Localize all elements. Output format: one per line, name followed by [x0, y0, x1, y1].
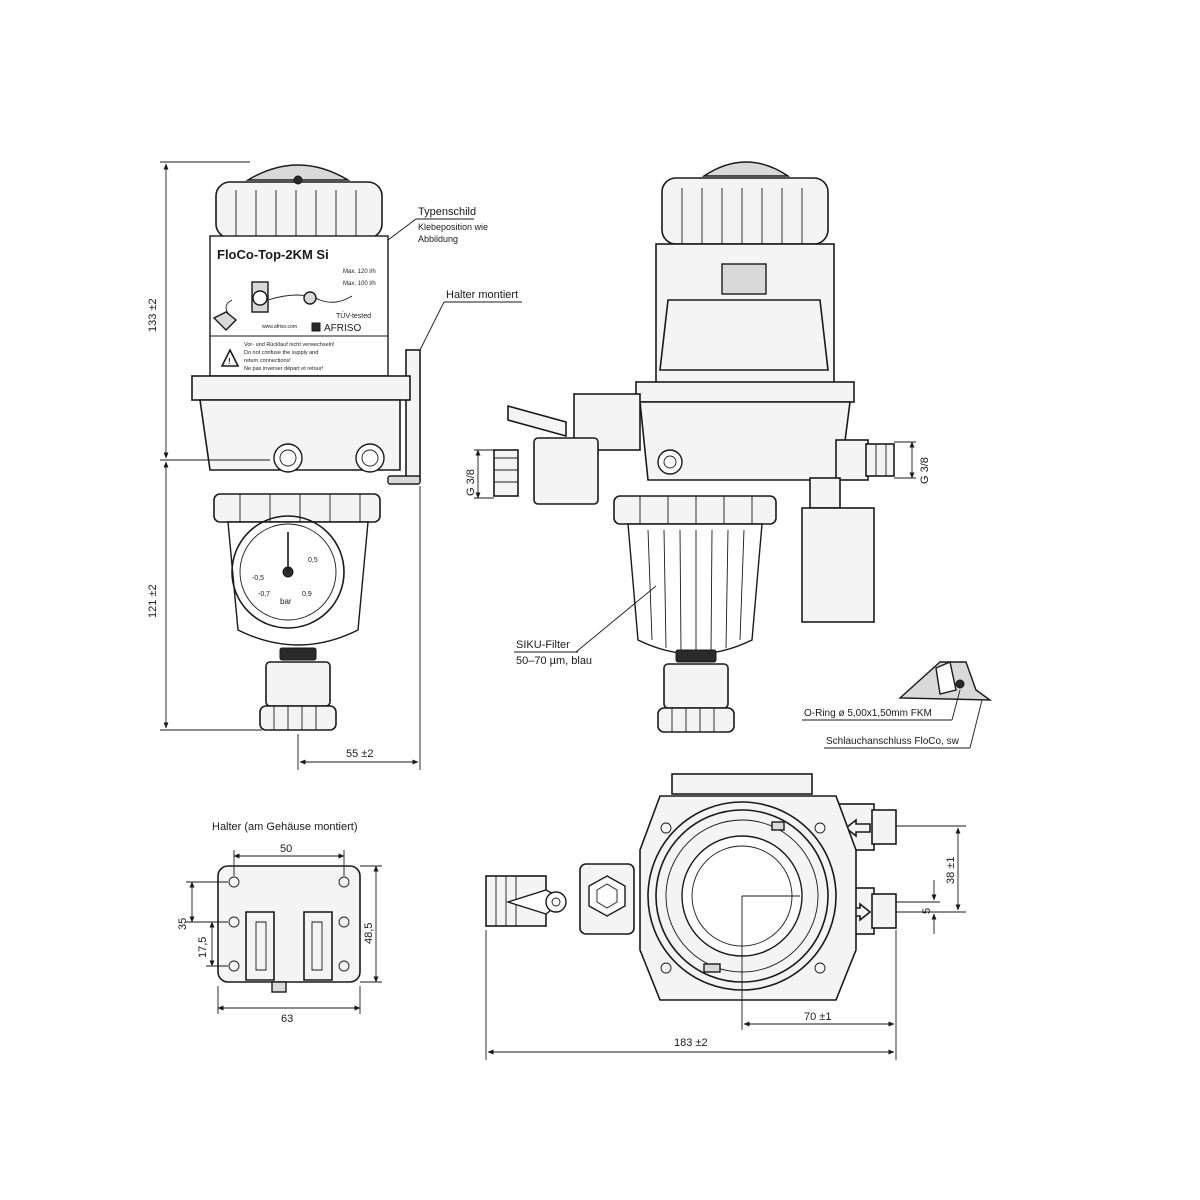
- dim-bracket-63: 63: [281, 1013, 293, 1025]
- dim-bracket-50: 50: [280, 843, 292, 855]
- callout-schlauchanschluss: Schlauchanschluss FloCo, sw: [826, 736, 960, 747]
- dim-bracket-48-5: 48,5: [363, 923, 375, 944]
- warning-line-1: Vor- und Rücklauf nicht verwechseln!: [244, 342, 335, 348]
- gauge-tick-05: 0,5: [308, 557, 318, 564]
- callout-siku-filter-spec: 50–70 µm, blau: [516, 655, 592, 667]
- top-view: 38 ±1 5 70 ±1 183 ±2: [485, 773, 966, 1060]
- gauge-unit: bar: [280, 597, 292, 606]
- dim-133: 133 ±2: [147, 298, 159, 332]
- warning-line-3: return connections!: [244, 358, 291, 364]
- bracket-view: Halter (am Gehäuse montiert) 50 35 17,5 …: [177, 821, 382, 1025]
- warning-icon: [220, 348, 240, 367]
- product-name: FloCo-Top-2KM Si: [217, 247, 329, 262]
- front-view: FloCo-Top-2KM Si Max. 120 l/h Max. 100 l…: [147, 161, 522, 770]
- callout-klebeposition-1: Klebeposition wie: [418, 222, 488, 232]
- warning-line-4: Ne pas inverser départ et retour!: [244, 366, 324, 372]
- warning-line-2: Do not confuse the supply and: [244, 350, 318, 356]
- dim-55: 55 ±2: [346, 748, 373, 760]
- dim-top-183: 183 ±2: [674, 1037, 708, 1049]
- gauge-tick-09: 0,9: [302, 591, 312, 598]
- dim-thread-left: G 3/8: [465, 469, 477, 496]
- arrow-in-icon: [844, 818, 871, 838]
- warning-exclaim: !: [228, 357, 231, 366]
- dim-top-5: 5: [921, 908, 933, 914]
- o-ring-detail: [898, 661, 993, 701]
- callout-halter-montiert: Halter montiert: [446, 289, 518, 301]
- dim-thread-right: G 3/8: [919, 457, 931, 484]
- product-tuv: TÜV-tested: [336, 312, 371, 320]
- dim-bracket-17-5: 17,5: [197, 937, 209, 958]
- gauge-tick-neg07: -0,7: [258, 591, 270, 598]
- label-illustration: [212, 281, 353, 331]
- side-view: G 3/8 G 3/8 SIKU-Filter 50–70 µm, blau O…: [465, 161, 993, 749]
- product-brand: AFRISO: [324, 323, 361, 334]
- ball-valve: [493, 393, 683, 505]
- dim-121: 121 ±2: [147, 584, 159, 618]
- dim-top-38: 38 ±1: [945, 857, 957, 884]
- dim-top-70: 70 ±1: [804, 1011, 831, 1023]
- product-max-100: Max. 100 l/h: [343, 281, 376, 287]
- pressure-gauge: -0,5 -0,7 0,5 0,9 bar: [231, 515, 345, 629]
- dim-bracket-35: 35: [177, 918, 189, 930]
- product-max-120: Max. 120 l/h: [343, 269, 376, 275]
- callout-typenschild: Typenschild: [418, 206, 476, 218]
- callout-klebeposition-2: Abbildung: [418, 234, 458, 244]
- product-website: www.afriso.com: [262, 324, 297, 330]
- callout-siku-filter: SIKU-Filter: [516, 639, 570, 651]
- bracket-title: Halter (am Gehäuse montiert): [212, 821, 358, 833]
- gauge-tick-neg05: -0,5: [252, 575, 264, 582]
- callout-o-ring: O-Ring ø 5,00x1,50mm FKM: [804, 708, 932, 719]
